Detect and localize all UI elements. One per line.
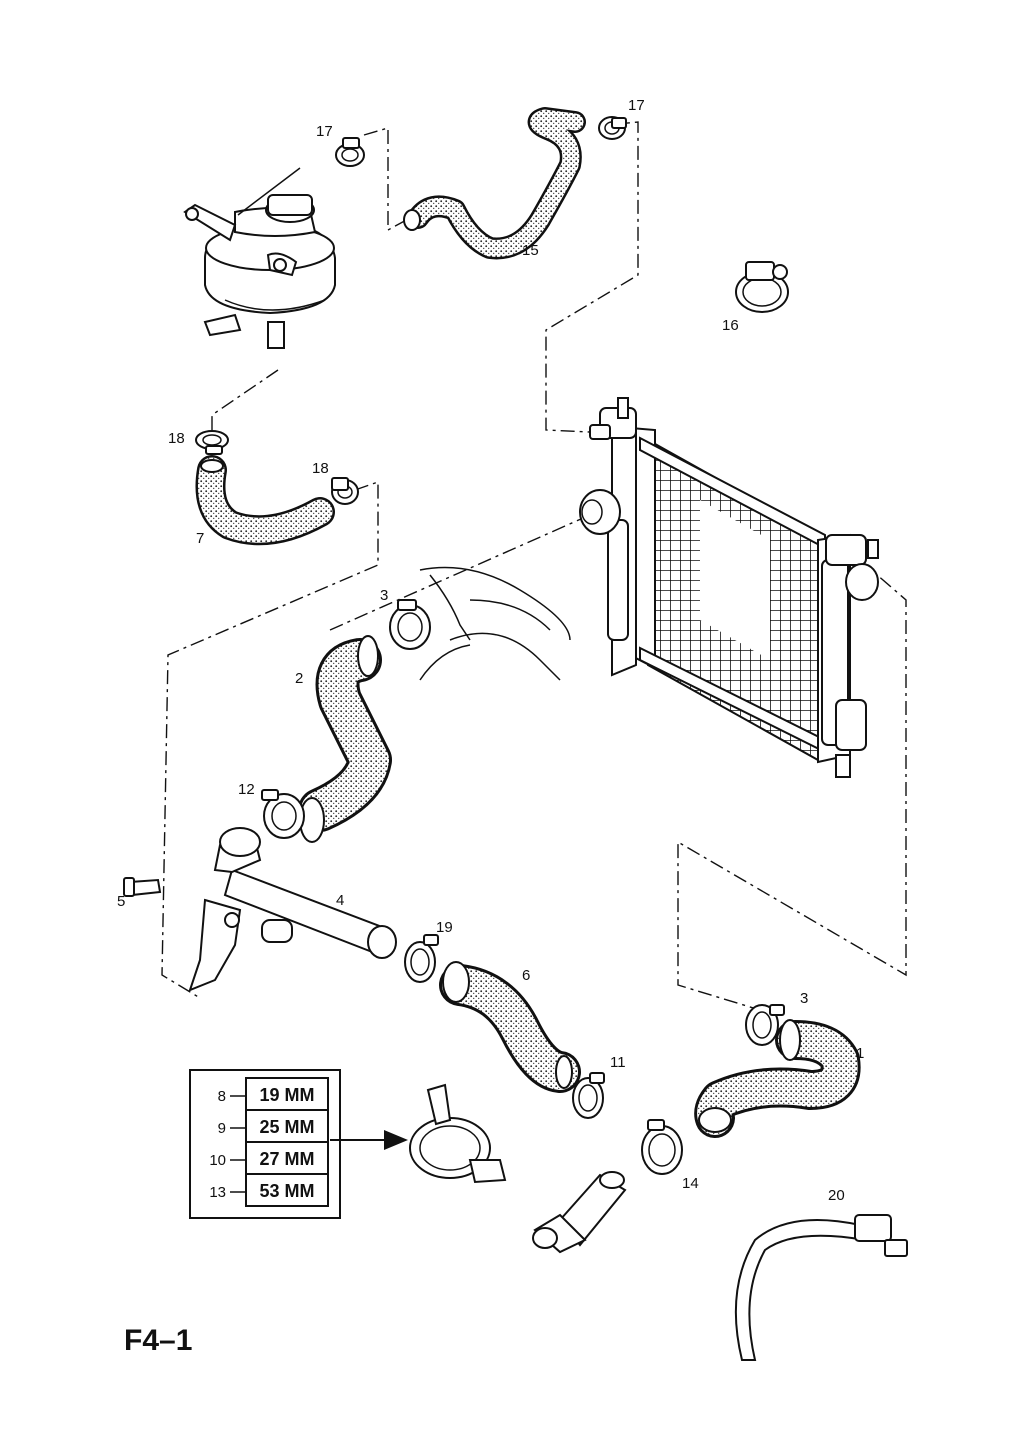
callout-7: 7 bbox=[196, 530, 204, 547]
callout-12: 12 bbox=[238, 781, 255, 798]
clamp-19 bbox=[404, 934, 439, 983]
callout-5: 5 bbox=[117, 893, 125, 910]
radiator bbox=[579, 397, 879, 778]
size-value-19mm: 19 MM bbox=[259, 1085, 314, 1105]
expansion-tank bbox=[183, 167, 336, 349]
hose-1 bbox=[694, 1019, 861, 1138]
callout-18-right: 18 bbox=[312, 460, 329, 477]
callout-17-right: 17 bbox=[628, 97, 645, 114]
callout-20: 20 bbox=[828, 1187, 845, 1204]
size-ref-10: 10 bbox=[209, 1152, 226, 1169]
callout-6: 6 bbox=[522, 967, 530, 984]
clamp-size-table: 8 19 MM 9 25 MM 10 27 MM 13 53 MM bbox=[189, 1069, 408, 1219]
callout-11: 11 bbox=[610, 1054, 626, 1071]
size-ref-9: 9 bbox=[218, 1120, 226, 1137]
clamp-12 bbox=[261, 789, 305, 839]
hose-2 bbox=[298, 635, 392, 843]
hose-6 bbox=[439, 961, 581, 1093]
hose-15 bbox=[403, 107, 586, 260]
bolt-5 bbox=[123, 877, 162, 897]
clamp-16 bbox=[735, 261, 789, 313]
size-value-53mm: 53 MM bbox=[259, 1181, 314, 1201]
connector-pipe bbox=[532, 1171, 627, 1254]
leader-lines bbox=[161, 121, 907, 1011]
callout-1: 1 bbox=[856, 1045, 864, 1062]
pipe-4 bbox=[188, 827, 397, 992]
spring-clamp bbox=[409, 1083, 507, 1184]
clamp-11 bbox=[572, 1072, 605, 1119]
clamp-18-right bbox=[331, 477, 359, 505]
page-code: F4–1 bbox=[124, 1324, 192, 1357]
size-value-27mm: 27 MM bbox=[259, 1149, 314, 1169]
callout-4: 4 bbox=[336, 892, 344, 909]
callout-18-top: 18 bbox=[168, 430, 185, 447]
clamp-18-top bbox=[195, 430, 229, 455]
callout-3-lower: 3 bbox=[800, 990, 808, 1007]
clamp-17-right bbox=[598, 116, 627, 140]
callout-3-upper: 3 bbox=[380, 587, 388, 604]
size-ref-13: 13 bbox=[209, 1184, 226, 1201]
hose-7 bbox=[195, 455, 335, 546]
callout-labels: 17 17 15 16 18 18 7 3 2 12 5 4 19 6 3 1 … bbox=[117, 97, 864, 1204]
callout-19: 19 bbox=[436, 919, 453, 936]
strap-20 bbox=[734, 1214, 908, 1361]
callout-17-left: 17 bbox=[316, 123, 333, 140]
size-ref-8: 8 bbox=[218, 1088, 226, 1105]
size-value-25mm: 25 MM bbox=[259, 1117, 314, 1137]
clamp-3-lower bbox=[745, 1004, 785, 1046]
engine-outline bbox=[419, 566, 571, 681]
clamp-3-upper bbox=[389, 599, 431, 650]
clamp-17-left bbox=[335, 137, 365, 167]
callout-16: 16 bbox=[722, 317, 739, 334]
clamp-14 bbox=[641, 1119, 683, 1175]
callout-15: 15 bbox=[522, 242, 539, 259]
callout-2: 2 bbox=[295, 670, 303, 687]
callout-14: 14 bbox=[682, 1175, 699, 1192]
